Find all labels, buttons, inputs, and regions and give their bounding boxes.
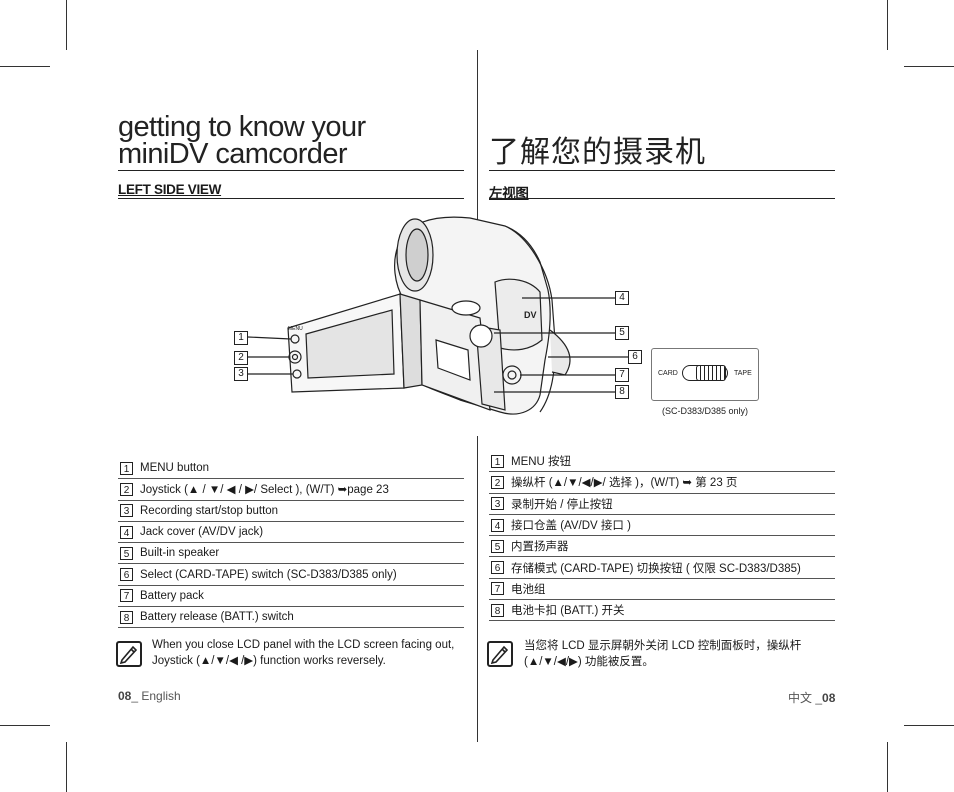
page-title-zh: 了解您的摄录机 <box>489 136 706 169</box>
footer-language: 中文 _ <box>788 691 823 705</box>
item-text: MENU 按钮 <box>511 456 572 469</box>
item-text: Built-in speaker <box>140 547 220 560</box>
callout-6: 6 <box>628 350 642 364</box>
section-heading-zh: 左视图 <box>489 186 529 201</box>
item-text: 存储模式 (CARD-TAPE) 切换按钮 ( 仅限 SC-D383/D385) <box>511 562 801 575</box>
item-number: 1 <box>491 454 504 468</box>
crop-mark <box>887 742 888 792</box>
footer-right: 中文 _08 <box>788 689 835 706</box>
item-number: 3 <box>120 504 133 518</box>
item-number: 1 <box>120 461 133 475</box>
item-number: 2 <box>491 475 504 489</box>
item-number: 5 <box>491 539 504 553</box>
switch-card-label: CARD <box>658 370 678 377</box>
callout-7: 7 <box>615 368 629 382</box>
table-row: 8 Battery release (BATT.) switch <box>118 607 464 629</box>
switch-caption: (SC-D383/D385 only) <box>662 406 749 416</box>
footer-left: 08_ English <box>118 689 181 703</box>
item-number: 6 <box>120 568 133 582</box>
item-text: Battery pack <box>140 589 204 602</box>
crop-mark <box>66 742 67 792</box>
center-divider <box>477 50 478 228</box>
footer-language: _ English <box>131 689 181 703</box>
table-row: 4 接口仓盖 (AV/DV 接口 ) <box>489 515 835 537</box>
item-text: Joystick (▲ / ▼/ ◀ / ▶/ Select ), (W/T) … <box>140 484 389 497</box>
table-row: 8 电池卡扣 (BATT.) 开关 <box>489 600 835 622</box>
crop-mark <box>66 0 67 50</box>
section-rule <box>118 198 464 199</box>
title-rule <box>489 170 835 171</box>
table-row: 1 MENU button <box>118 458 464 480</box>
camcorder-illustration: MENU DV <box>247 216 629 415</box>
item-number: 7 <box>120 589 133 603</box>
section-rule <box>489 198 835 199</box>
page-number: 08 <box>118 689 132 703</box>
item-text: 录制开始 / 停止按钮 <box>511 498 613 511</box>
menu-label: MENU <box>288 326 303 332</box>
crop-mark <box>0 725 50 726</box>
note-pencil-icon <box>116 641 142 667</box>
note-en: When you close LCD panel with the LCD sc… <box>152 639 455 667</box>
page-title-en: getting to know your miniDV camcorder <box>118 111 366 170</box>
table-row: 7 Battery pack <box>118 586 464 608</box>
item-text: 操纵杆 (▲/▼/◀/▶/ 选择 )，(W/T) ➥ 第 23 页 <box>511 477 738 490</box>
table-row: 5 Built-in speaker <box>118 543 464 565</box>
callout-4: 4 <box>615 291 629 305</box>
item-number: 8 <box>120 610 133 624</box>
table-row: 3 录制开始 / 停止按钮 <box>489 494 835 515</box>
table-row: 5 内置扬声器 <box>489 536 835 558</box>
callout-3: 3 <box>234 367 248 381</box>
switch-knob <box>696 365 726 381</box>
item-text: Select (CARD-TAPE) switch (SC-D383/D385 … <box>140 568 397 581</box>
table-row: 1 MENU 按钮 <box>489 451 835 473</box>
note-zh: 当您将 LCD 显示屏朝外关闭 LCD 控制面板时，操纵杆 (▲/▼/◀/▶) … <box>524 640 802 668</box>
crop-mark <box>904 725 954 726</box>
callout-5: 5 <box>615 326 629 340</box>
item-text: 内置扬声器 <box>511 541 569 554</box>
item-number: 7 <box>491 582 504 596</box>
title-rule <box>118 170 464 171</box>
item-number: 5 <box>120 546 133 560</box>
section-heading-en: LEFT SIDE VIEW <box>118 182 222 197</box>
item-text: 接口仓盖 (AV/DV 接口 ) <box>511 520 631 533</box>
item-text: 电池卡扣 (BATT.) 开关 <box>511 605 625 618</box>
item-number: 3 <box>491 497 504 511</box>
note-pencil-icon <box>487 641 513 667</box>
crop-mark <box>0 66 50 67</box>
table-row: 2 操纵杆 (▲/▼/◀/▶/ 选择 )，(W/T) ➥ 第 23 页 <box>489 472 835 494</box>
item-number: 4 <box>120 525 133 539</box>
card-tape-switch-inset: CARD TAPE <box>651 348 759 401</box>
item-text: MENU button <box>140 462 210 475</box>
table-row: 7 电池组 <box>489 579 835 601</box>
item-number: 4 <box>491 518 504 532</box>
item-text: Recording start/stop button <box>140 504 279 517</box>
item-text: 电池组 <box>511 583 546 596</box>
callout-1: 1 <box>234 331 248 345</box>
table-row: 6 Select (CARD-TAPE) switch (SC-D383/D385… <box>118 564 464 586</box>
item-number: 6 <box>491 561 504 575</box>
item-number: 2 <box>120 482 133 496</box>
dv-logo: DV <box>524 310 537 320</box>
table-row: 3 Recording start/stop button <box>118 501 464 522</box>
crop-mark <box>887 0 888 50</box>
item-text: Battery release (BATT.) switch <box>140 611 294 624</box>
item-number: 8 <box>491 603 504 617</box>
parts-table-en: 1 MENU button 2 Joystick (▲ / ▼/ ◀ / ▶/ Se… <box>118 458 464 629</box>
item-text: Jack cover (AV/DV jack) <box>140 526 264 539</box>
callout-8: 8 <box>615 385 629 399</box>
table-row: 2 Joystick (▲ / ▼/ ◀ / ▶/ Select ), (W/T)… <box>118 479 464 501</box>
page-number: 08 <box>822 691 836 705</box>
crop-mark <box>904 66 954 67</box>
table-row: 6 存储模式 (CARD-TAPE) 切换按钮 ( 仅限 SC-D383/D385… <box>489 557 835 579</box>
table-row: 4 Jack cover (AV/DV jack) <box>118 522 464 544</box>
switch-tape-label: TAPE <box>734 370 752 377</box>
parts-table-zh: 1 MENU 按钮 2 操纵杆 (▲/▼/◀/▶/ 选择 )，(W/T) ➥ 第 2… <box>489 451 835 622</box>
callout-2: 2 <box>234 351 248 365</box>
center-divider <box>477 436 478 742</box>
